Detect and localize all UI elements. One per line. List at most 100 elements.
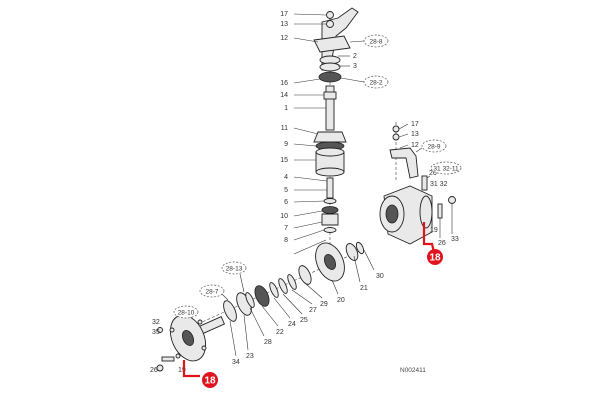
- label-30: 30: [376, 273, 384, 280]
- label-8: 8: [284, 237, 288, 244]
- right-label-3132: 31 32: [430, 181, 448, 188]
- label-16: 16: [280, 80, 288, 87]
- label-4: 4: [284, 174, 288, 181]
- right-label-26b: 26: [438, 240, 446, 247]
- part-15-housing-top: [315, 147, 345, 157]
- label-23: 23: [246, 353, 254, 360]
- label-20: 20: [337, 297, 345, 304]
- part-29-bearing: [298, 265, 312, 285]
- part-15-housing-bottom: [315, 167, 345, 177]
- right-flange: [419, 195, 433, 229]
- part-8-washer: [323, 227, 337, 233]
- part-3-seal: [319, 62, 341, 72]
- right-part-17: [392, 125, 400, 133]
- part-4-pin: [326, 177, 334, 199]
- figure-code: N002411: [400, 367, 426, 374]
- label-7: 7: [284, 225, 288, 232]
- ref-text-right-2: 31 32-11: [433, 166, 459, 173]
- label-14: 14: [280, 92, 288, 99]
- right-arm-bracket: [389, 147, 419, 179]
- right-part-13: [392, 133, 400, 141]
- label-2: 2: [353, 53, 357, 60]
- part-34-seal: [223, 300, 237, 322]
- part-26-nut: [156, 364, 164, 372]
- part-14-collar: [323, 91, 337, 100]
- right-gear-hub: [385, 204, 399, 224]
- ref-box-left-1: [221, 261, 247, 275]
- lower-callout-number: 18: [204, 376, 216, 387]
- label-3: 3: [353, 63, 357, 70]
- ref-box-right-1: [421, 139, 447, 153]
- right-label-19: 19: [430, 227, 438, 234]
- part-21-washer: [345, 243, 359, 261]
- flange-bolt-hole-4: [201, 345, 207, 351]
- label-15: 15: [280, 157, 288, 164]
- label-35: 35: [152, 329, 160, 336]
- label-28: 28: [264, 339, 272, 346]
- label-17: 17: [280, 11, 288, 18]
- ref-box-right-2: [430, 161, 462, 175]
- label-34: 34: [232, 359, 240, 366]
- flange-bolt-hole-2: [197, 319, 203, 325]
- label-32: 32: [152, 319, 160, 326]
- ref-text-right-1: 28-9: [427, 144, 440, 151]
- part-20-ring-gear-hub: [323, 254, 337, 270]
- right-label-13: 13: [411, 131, 419, 138]
- label-26: 26: [150, 367, 158, 374]
- part-11-bevel-gear: [313, 131, 347, 143]
- right-label-12: 12: [411, 142, 419, 149]
- label-24: 24: [288, 321, 296, 328]
- part-30-ring: [355, 241, 365, 255]
- ref-box-left-3: [173, 305, 199, 319]
- flange-bolt-hole-3: [175, 353, 181, 359]
- label-21: 21: [360, 285, 368, 292]
- part-25-shim: [278, 278, 288, 294]
- right-label-17: 17: [411, 121, 419, 128]
- lower-callout-badge[interactable]: [202, 372, 218, 388]
- ref-text-left-1: 28-13: [226, 266, 243, 273]
- right-bolt-26: [421, 175, 428, 191]
- part-16-bearing: [318, 71, 342, 83]
- part-19-bolt: [161, 356, 175, 362]
- part-35-flange-hub: [181, 330, 195, 346]
- upper-arm-plate: [313, 35, 351, 53]
- label-22: 22: [276, 329, 284, 336]
- part-6-washer: [323, 198, 337, 204]
- right-label-26: 26: [429, 170, 437, 177]
- ref-text-top-2: 28-2: [369, 80, 382, 87]
- part-28-ring: [245, 292, 255, 308]
- ref-text-left-3: 28-10: [178, 310, 195, 317]
- part-22-bearing: [254, 285, 270, 307]
- right-callout-badge[interactable]: [427, 249, 443, 265]
- right-nut-33: [448, 196, 456, 204]
- label-12: 12: [280, 35, 288, 42]
- label-5: 5: [284, 187, 288, 194]
- label-29: 29: [320, 301, 328, 308]
- label-1: 1: [284, 105, 288, 112]
- ref-text-left-2: 28-7: [205, 289, 218, 296]
- label-11: 11: [281, 125, 288, 132]
- lower-callout-bracket: [182, 360, 200, 378]
- label-6: 6: [284, 199, 288, 206]
- label-27: 27: [309, 307, 317, 314]
- part-13-washer: [326, 20, 334, 28]
- right-bolt-19: [437, 203, 443, 219]
- part-7-pinion: [321, 213, 339, 226]
- part-24-shim: [269, 282, 279, 298]
- right-callout-bracket: [422, 222, 436, 253]
- part-17-nut: [326, 11, 334, 19]
- right-label-33: 33: [451, 236, 459, 243]
- label-10: 10: [280, 213, 288, 220]
- part-27-shim: [287, 274, 297, 290]
- ref-text-top-1: 28-8: [369, 39, 382, 46]
- label-13: 13: [280, 21, 288, 28]
- part-10-bearing: [321, 206, 339, 214]
- label-19: 19: [178, 367, 186, 374]
- label-25: 25: [300, 317, 308, 324]
- part-32-washer: [157, 327, 163, 333]
- label-9: 9: [284, 141, 288, 148]
- ref-box-left-2: [199, 284, 225, 298]
- flange-bolt-hole-1: [169, 327, 175, 333]
